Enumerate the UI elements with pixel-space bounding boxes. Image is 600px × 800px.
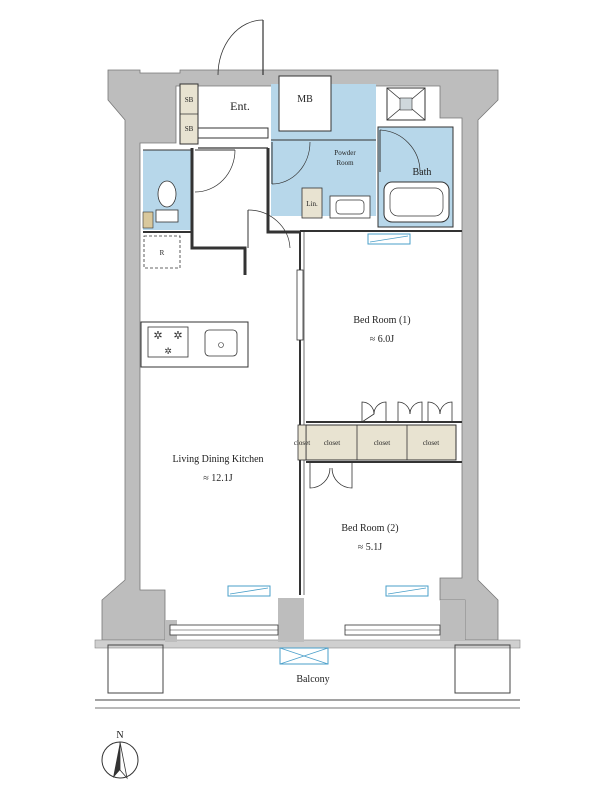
- north-compass-icon: [101, 741, 139, 780]
- bedroom2-door: [309, 462, 353, 489]
- balcony-column-right: [454, 644, 511, 694]
- window-marker-bed1: [367, 233, 411, 245]
- closet-row: [305, 424, 457, 461]
- stove: [147, 326, 189, 358]
- bedroom1-sliding-door: [296, 269, 304, 341]
- bath-door-swing: [379, 129, 421, 173]
- corridor-wall: [190, 148, 247, 275]
- toilet-door-swing: [194, 149, 236, 193]
- closet-label: closet: [324, 439, 340, 447]
- burner-icon: ✲: [164, 347, 172, 357]
- corridor-wall-right: [266, 148, 300, 234]
- compass-label: N: [116, 730, 123, 741]
- pillar-center: [278, 598, 304, 642]
- closet-label: closet: [374, 439, 390, 447]
- burner-icon: ✲: [153, 329, 162, 342]
- powder-room-label-2: Room: [336, 159, 354, 167]
- closet-small: [297, 424, 307, 461]
- meter-box: [278, 75, 332, 132]
- pillar-right: [440, 600, 465, 640]
- bath-label: Bath: [413, 167, 432, 178]
- toilet-tank: [155, 209, 179, 223]
- powder-room-door-swing: [271, 141, 311, 185]
- entrance-door-swing: [217, 19, 264, 76]
- toilet-bowl: [157, 180, 177, 208]
- kitchen-sink: [204, 329, 238, 357]
- window-marker-balcony: [279, 647, 329, 665]
- bedroom2-area: ≈ 5.1J: [358, 542, 382, 553]
- bedroom2-name: Bed Room (2): [341, 523, 398, 534]
- closet-label: closet: [423, 439, 439, 447]
- linen-label: Lin.: [306, 200, 318, 208]
- bedroom1-area: ≈ 6.0J: [370, 334, 394, 345]
- shoe-box-label-2: SB: [185, 125, 194, 133]
- entrance-label: Ent.: [230, 99, 250, 113]
- closet-small-label: closet: [294, 439, 310, 447]
- bedroom1-name: Bed Room (1): [353, 315, 410, 326]
- balcony-label: Balcony: [296, 674, 329, 685]
- shoe-box-label-1: SB: [185, 96, 194, 104]
- linen-cabinet: [301, 187, 323, 219]
- closet-bifold-doors: [361, 401, 453, 423]
- toilet-shelf: [142, 211, 154, 229]
- ldk-area: ≈ 12.1J: [203, 473, 232, 484]
- ldk-door-swing: [247, 209, 291, 249]
- window-marker-ldk: [227, 585, 271, 597]
- balcony-column-left: [107, 644, 164, 694]
- burner-icon: ✲: [173, 329, 182, 342]
- ldk-name: Living Dining Kitchen: [172, 454, 263, 465]
- bathtub: [383, 181, 450, 223]
- meter-box-label: MB: [297, 94, 313, 105]
- window-marker-bed2: [385, 585, 429, 597]
- refrigerator-space: [143, 235, 181, 269]
- balcony-slab: [94, 639, 521, 649]
- powder-room-label-1: Powder: [334, 149, 356, 157]
- refrigerator-label: R: [160, 249, 165, 257]
- washbasin: [329, 195, 371, 219]
